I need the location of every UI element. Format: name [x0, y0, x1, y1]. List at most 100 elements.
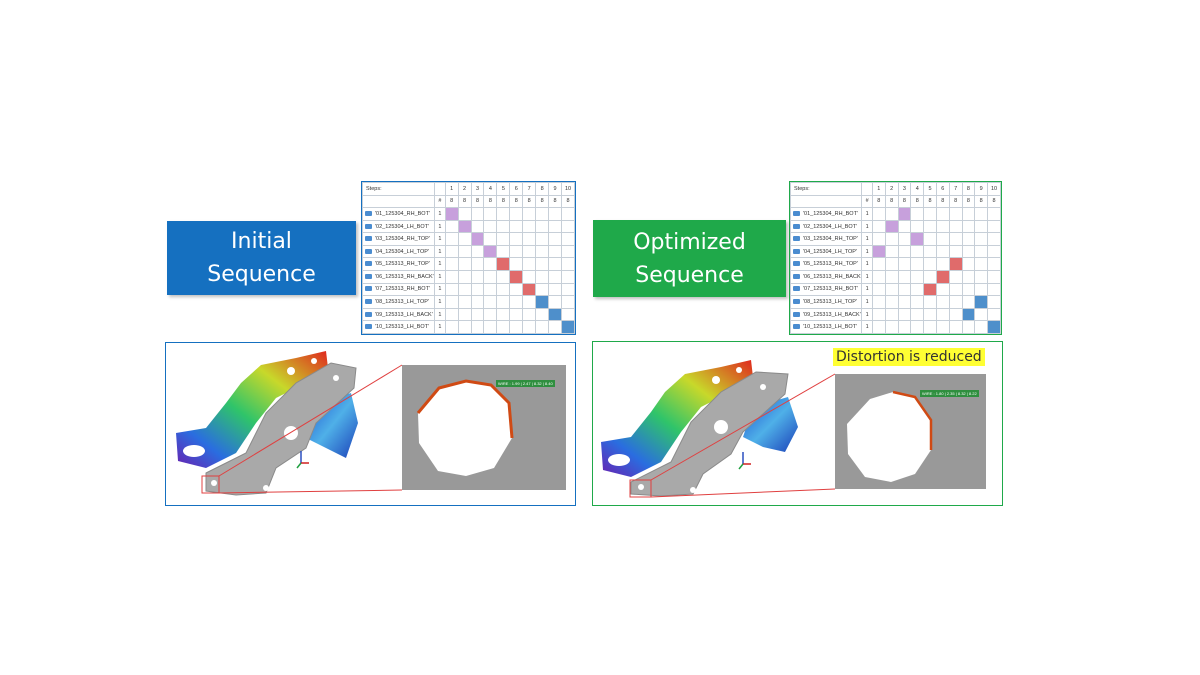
active-step-cell[interactable]	[961, 307, 976, 322]
table-row[interactable]: '02_125304_LH_BOT'1	[361, 219, 575, 234]
step-cell[interactable]	[561, 295, 575, 309]
step-cell[interactable]	[987, 307, 1001, 322]
table-row[interactable]: '08_125313_LH_TOP'1	[361, 295, 575, 309]
step-cell[interactable]	[470, 207, 485, 221]
step-cell[interactable]	[444, 219, 459, 234]
step-cell[interactable]	[935, 219, 950, 234]
active-step-cell[interactable]	[496, 257, 511, 272]
active-step-cell[interactable]	[871, 244, 886, 259]
table-row[interactable]: '09_125313_LH_BACK'1	[361, 307, 575, 322]
step-cell[interactable]	[470, 219, 485, 234]
step-cell[interactable]	[561, 257, 575, 272]
step-cell[interactable]	[483, 219, 498, 234]
step-cell[interactable]	[884, 282, 899, 297]
table-row[interactable]: '06_125313_RH_BACK'1	[361, 270, 575, 284]
step-cell[interactable]	[561, 282, 575, 297]
step-cell[interactable]	[961, 244, 976, 259]
step-cell[interactable]	[444, 282, 459, 297]
step-cell[interactable]	[871, 282, 886, 297]
step-cell[interactable]	[961, 232, 976, 246]
step-cell[interactable]	[483, 307, 498, 322]
step-cell[interactable]	[974, 270, 989, 284]
step-cell[interactable]	[961, 207, 976, 221]
step-cell[interactable]	[496, 282, 511, 297]
step-cell[interactable]	[923, 257, 937, 272]
step-cell[interactable]	[444, 257, 459, 272]
step-cell[interactable]	[961, 320, 976, 334]
step-cell[interactable]	[987, 257, 1001, 272]
step-cell[interactable]	[910, 270, 925, 284]
step-cell[interactable]	[483, 270, 498, 284]
step-cell[interactable]	[561, 219, 575, 234]
step-cell[interactable]	[496, 295, 511, 309]
step-cell[interactable]	[444, 232, 459, 246]
step-cell[interactable]	[987, 295, 1001, 309]
active-step-cell[interactable]	[470, 232, 485, 246]
active-step-cell[interactable]	[987, 320, 1001, 334]
step-cell[interactable]	[987, 207, 1001, 221]
active-step-cell[interactable]	[974, 295, 989, 309]
step-cell[interactable]	[884, 244, 899, 259]
step-cell[interactable]	[884, 207, 899, 221]
step-cell[interactable]	[522, 320, 537, 334]
step-cell[interactable]	[522, 295, 537, 309]
table-row[interactable]: '03_125304_RH_TOP'1	[361, 232, 575, 246]
step-cell[interactable]	[948, 219, 963, 234]
step-cell[interactable]	[535, 282, 550, 297]
step-cell[interactable]	[496, 244, 511, 259]
step-cell[interactable]	[509, 257, 524, 272]
step-cell[interactable]	[548, 320, 562, 334]
step-cell[interactable]	[935, 307, 950, 322]
table-row[interactable]: '10_125313_LH_BOT'1	[361, 320, 575, 334]
step-cell[interactable]	[522, 244, 537, 259]
table-row[interactable]: '05_125313_RH_TOP'1	[361, 257, 575, 272]
table-row[interactable]: '09_125313_LH_BACK'1	[789, 307, 1001, 322]
step-cell[interactable]	[444, 320, 459, 334]
table-row[interactable]: '02_125304_LH_BOT'1	[789, 219, 1001, 234]
step-cell[interactable]	[561, 207, 575, 221]
step-cell[interactable]	[935, 244, 950, 259]
step-cell[interactable]	[444, 295, 459, 309]
step-cell[interactable]	[509, 232, 524, 246]
step-cell[interactable]	[935, 295, 950, 309]
step-cell[interactable]	[923, 219, 937, 234]
step-cell[interactable]	[548, 257, 562, 272]
step-cell[interactable]	[535, 270, 550, 284]
step-cell[interactable]	[509, 307, 524, 322]
step-cell[interactable]	[457, 307, 472, 322]
step-cell[interactable]	[897, 270, 912, 284]
step-cell[interactable]	[897, 307, 912, 322]
step-cell[interactable]	[535, 257, 550, 272]
step-cell[interactable]	[974, 232, 989, 246]
step-cell[interactable]	[910, 207, 925, 221]
step-cell[interactable]	[923, 320, 937, 334]
step-cell[interactable]	[923, 207, 937, 221]
step-cell[interactable]	[897, 257, 912, 272]
step-cell[interactable]	[961, 295, 976, 309]
step-cell[interactable]	[561, 307, 575, 322]
step-cell[interactable]	[871, 270, 886, 284]
step-cell[interactable]	[509, 320, 524, 334]
table-row[interactable]: '07_125313_RH_BOT'1	[361, 282, 575, 297]
step-cell[interactable]	[987, 219, 1001, 234]
step-cell[interactable]	[987, 270, 1001, 284]
step-cell[interactable]	[871, 257, 886, 272]
active-step-cell[interactable]	[548, 307, 562, 322]
step-cell[interactable]	[948, 232, 963, 246]
table-row[interactable]: '01_125304_RH_BOT'1	[789, 207, 1001, 221]
step-cell[interactable]	[509, 219, 524, 234]
step-cell[interactable]	[457, 244, 472, 259]
step-cell[interactable]	[923, 232, 937, 246]
step-cell[interactable]	[948, 307, 963, 322]
step-cell[interactable]	[444, 244, 459, 259]
step-cell[interactable]	[561, 244, 575, 259]
table-row[interactable]: '03_125304_RH_TOP'1	[789, 232, 1001, 246]
step-cell[interactable]	[548, 270, 562, 284]
step-cell[interactable]	[548, 219, 562, 234]
active-step-cell[interactable]	[522, 282, 537, 297]
active-step-cell[interactable]	[884, 219, 899, 234]
step-cell[interactable]	[897, 320, 912, 334]
step-cell[interactable]	[923, 244, 937, 259]
step-cell[interactable]	[548, 232, 562, 246]
step-cell[interactable]	[496, 219, 511, 234]
